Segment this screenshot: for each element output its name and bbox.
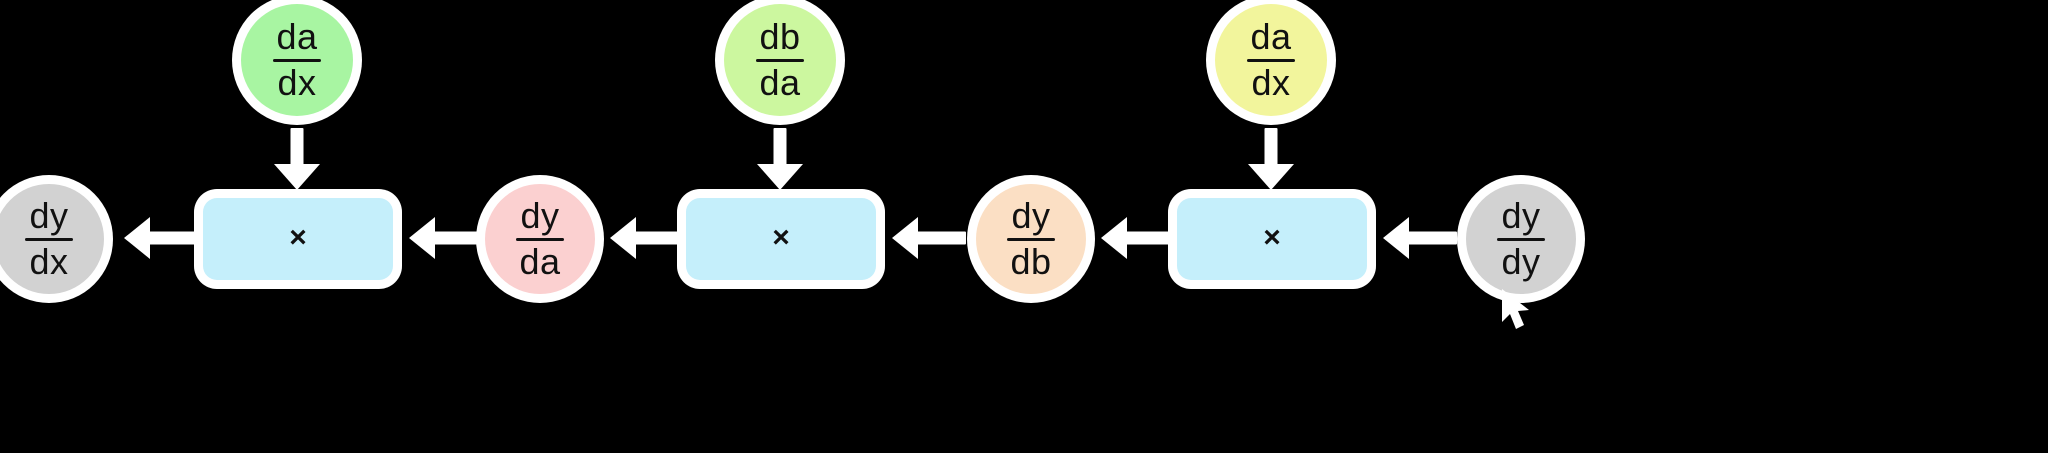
mouse-cursor-icon [1500,288,1534,338]
gradient-node-dy-dy[interactable]: dy dy [1466,184,1576,294]
fraction-bar [1007,237,1055,241]
down-arrow-3 [1248,128,1294,190]
arrow-shaft [427,231,483,245]
multiply-icon: × [289,221,307,254]
left-arrow-3 [610,216,684,260]
arrow-shaft [1264,128,1278,172]
arrow-head [892,217,918,259]
fraction-numerator: dy [520,194,560,236]
fraction-bar [1497,237,1545,241]
fraction-denominator: da [519,240,561,282]
multiply-box-2[interactable]: × [686,198,876,280]
arrow-shaft [1119,231,1175,245]
arrow-shaft [910,231,966,245]
fraction-bar [25,237,73,241]
fraction-denominator: dy [1501,240,1541,282]
fraction-bar [516,237,564,241]
local-derivative-node-da-dx-1[interactable]: da dx [241,4,353,116]
fraction-numerator: dy [29,194,69,236]
left-arrow-4 [892,216,966,260]
left-arrow-1 [124,216,198,260]
arrow-head [610,217,636,259]
local-derivative-node-db-da[interactable]: db da [724,4,836,116]
fraction-denominator: dx [1251,61,1291,103]
fraction-numerator: da [276,15,318,57]
arrow-head [1248,164,1294,190]
arrow-head [1101,217,1127,259]
fraction-dy-dy: dy dy [1497,194,1545,282]
arrow-shaft [290,128,304,172]
gradient-node-dy-dx[interactable]: dy dx [0,184,104,294]
fraction-numerator: dy [1501,194,1541,236]
arrow-head [124,217,150,259]
fraction-numerator: dy [1011,194,1051,236]
arrow-shaft [142,231,198,245]
down-arrow-1 [274,128,320,190]
local-derivative-node-da-dx-2[interactable]: da dx [1215,4,1327,116]
fraction-dy-db: dy db [1007,194,1055,282]
down-arrow-2 [757,128,803,190]
left-arrow-2 [409,216,483,260]
fraction-dy-dx: dy dx [25,194,73,282]
fraction-denominator: dx [277,61,317,103]
arrow-head [274,164,320,190]
multiply-icon: × [1263,221,1281,254]
fraction-bar [756,58,804,62]
fraction-denominator: dx [29,240,69,282]
arrow-head [757,164,803,190]
fraction-numerator: da [1250,15,1292,57]
arrow-shaft [1401,231,1457,245]
fraction-da-dx-1: da dx [273,15,321,103]
cursor-arrow-glyph [1502,289,1529,329]
left-arrow-5 [1101,216,1175,260]
fraction-denominator: da [759,61,801,103]
fraction-dy-da: dy da [516,194,564,282]
arrow-shaft [773,128,787,172]
multiply-box-1[interactable]: × [203,198,393,280]
arrow-head [1383,217,1409,259]
fraction-bar [1247,58,1295,62]
fraction-numerator: db [759,15,801,57]
fraction-da-dx-2: da dx [1247,15,1295,103]
multiply-box-3[interactable]: × [1177,198,1367,280]
gradient-node-dy-da[interactable]: dy da [485,184,595,294]
left-arrow-6 [1383,216,1457,260]
multiply-icon: × [772,221,790,254]
fraction-bar [273,58,321,62]
fraction-denominator: db [1010,240,1052,282]
fraction-db-da: db da [756,15,804,103]
arrow-shaft [628,231,684,245]
gradient-node-dy-db[interactable]: dy db [976,184,1086,294]
arrow-head [409,217,435,259]
